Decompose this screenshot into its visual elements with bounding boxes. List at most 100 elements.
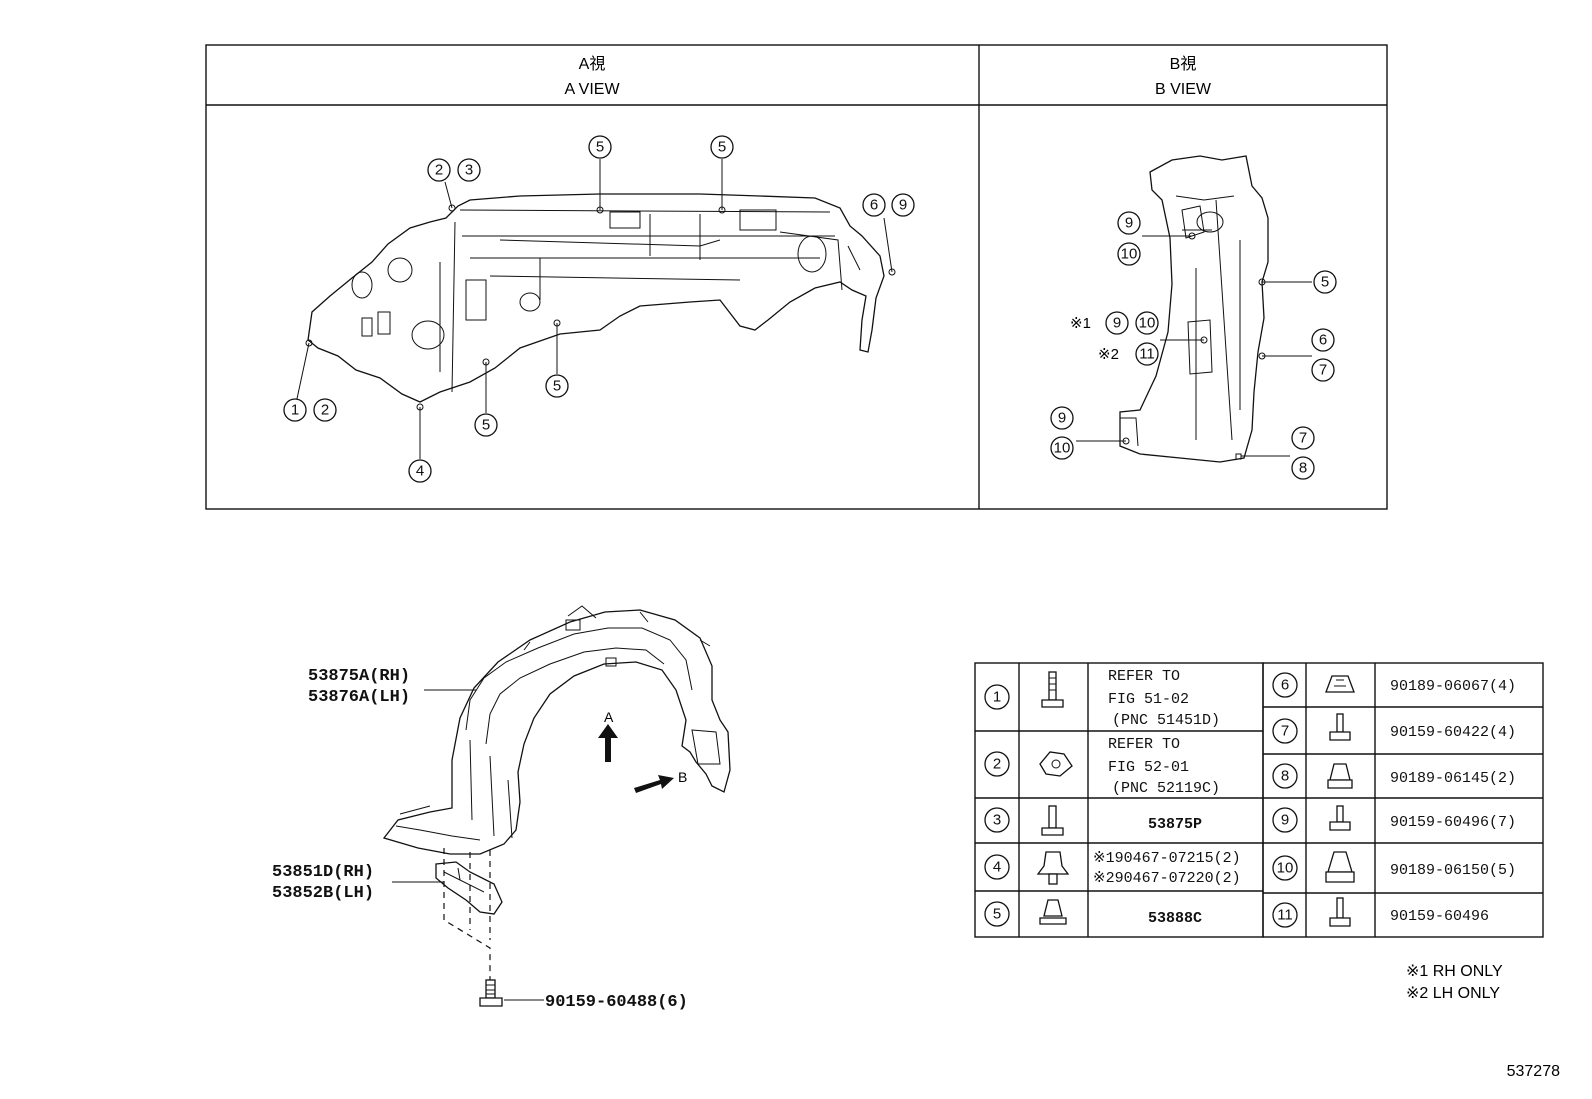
view-frame: A視 A VIEW B視 B VIEW — [205, 44, 1388, 510]
svg-text:6: 6 — [1319, 332, 1327, 349]
callout-4-a: 4 — [408, 459, 432, 483]
callout-5-d: 5 — [474, 413, 498, 437]
svg-text:A: A — [604, 709, 614, 725]
view-b-liner-drawing — [1119, 155, 1269, 463]
view-a-liner-drawing — [305, 193, 896, 411]
svg-text:90189-06067(4): 90189-06067(4) — [1390, 678, 1516, 695]
callout-10-c: 10 — [1135, 311, 1159, 335]
svg-text:9: 9 — [1113, 315, 1121, 332]
svg-text:9: 9 — [1125, 215, 1133, 232]
svg-text:※290467-07220(2): ※290467-07220(2) — [1093, 870, 1241, 887]
view-arrow-b: B — [634, 769, 687, 793]
svg-text:B: B — [678, 769, 687, 785]
svg-text:8: 8 — [1281, 768, 1289, 785]
callout-6-a: 6 — [862, 193, 886, 217]
svg-text:※190467-07215(2): ※190467-07215(2) — [1093, 850, 1241, 867]
svg-text:6: 6 — [1281, 677, 1289, 694]
svg-text:1: 1 — [993, 689, 1001, 706]
callout-9-d: 9 — [1050, 406, 1074, 430]
table-row-11: 11 90159-60496 — [1272, 897, 1489, 928]
nut-icon — [1325, 675, 1355, 693]
svg-text:4: 4 — [416, 463, 424, 480]
push-rivet-icon — [1039, 899, 1067, 925]
callout-5-e: 5 — [1313, 270, 1337, 294]
svg-text:(PNC 51451D): (PNC 51451D) — [1112, 712, 1220, 729]
assembly-dashed-guides — [443, 848, 491, 990]
table-row-6: 6 90189-06067(4) — [1272, 672, 1516, 698]
note-lh-only: ※2 LH ONLY — [1406, 985, 1500, 1002]
callout-5-a: 5 — [588, 135, 612, 159]
fender-liner-drawing — [382, 605, 731, 855]
svg-text:9: 9 — [1281, 812, 1289, 829]
view-a-leaders — [294, 159, 893, 459]
svg-text:(PNC 52119C): (PNC 52119C) — [1112, 780, 1220, 797]
parts-table — [974, 662, 1544, 938]
svg-text:5: 5 — [993, 906, 1001, 923]
svg-text:10: 10 — [1054, 440, 1071, 457]
view-b-title-jp: B視 — [1170, 55, 1197, 73]
view-arrow-a: A — [598, 709, 618, 762]
view-b-leaders — [1076, 235, 1312, 457]
seal-lh-label: 53852B(LH) — [272, 884, 374, 903]
svg-text:9: 9 — [1058, 410, 1066, 427]
svg-text:90189-06150(5): 90189-06150(5) — [1390, 862, 1516, 879]
screw-icon — [1329, 805, 1351, 831]
bolt-drawing — [479, 979, 503, 1007]
svg-text:4: 4 — [993, 859, 1001, 876]
svg-text:90159-60422(4): 90159-60422(4) — [1390, 724, 1516, 741]
callout-1-a: 1 — [283, 398, 307, 422]
seal-drawing — [435, 861, 503, 915]
svg-text:5: 5 — [482, 417, 490, 434]
bolt-icon — [1041, 671, 1064, 708]
svg-text:8: 8 — [1299, 460, 1307, 477]
bolt-icon — [1041, 805, 1064, 836]
table-row-10: 10 90189-06150(5) — [1272, 851, 1516, 883]
svg-text:3: 3 — [993, 812, 1001, 829]
callout-8-b: 8 — [1291, 456, 1315, 480]
svg-text:2: 2 — [993, 756, 1001, 773]
seal-rh-label: 53851D(RH) — [272, 863, 374, 882]
svg-text:5: 5 — [718, 139, 726, 156]
svg-text:53875P: 53875P — [1148, 816, 1202, 833]
view-b-title-en: B VIEW — [1155, 81, 1212, 98]
grommet-icon — [1327, 763, 1353, 789]
callout-9-b: 9 — [1117, 211, 1141, 235]
svg-text:53888C: 53888C — [1148, 910, 1202, 927]
svg-text:FIG 52-01: FIG 52-01 — [1108, 759, 1189, 776]
screw-icon — [1329, 897, 1351, 927]
svg-text:REFER TO: REFER TO — [1108, 736, 1180, 753]
screw-icon — [1329, 713, 1351, 741]
table-row-5: 5 53888C — [984, 899, 1202, 927]
svg-text:REFER TO: REFER TO — [1108, 668, 1180, 685]
svg-text:90189-06145(2): 90189-06145(2) — [1390, 770, 1516, 787]
callout-2-b: 2 — [427, 158, 451, 182]
callout-6-b: 6 — [1311, 328, 1335, 352]
svg-text:3: 3 — [465, 162, 473, 179]
callout-2-a: 2 — [313, 398, 337, 422]
callout-10-b: 10 — [1117, 242, 1141, 266]
callout-9-a: 9 — [891, 193, 915, 217]
callout-5-c: 5 — [545, 374, 569, 398]
svg-text:11: 11 — [1139, 346, 1155, 363]
svg-text:5: 5 — [1321, 274, 1329, 291]
callout-7-b: 7 — [1311, 358, 1335, 382]
svg-text:7: 7 — [1281, 723, 1289, 740]
svg-text:10: 10 — [1139, 315, 1156, 332]
table-row-7: 7 90159-60422(4) — [1272, 713, 1516, 744]
table-row-1: 1 REFER TO FIG 51-02 (PNC 51451D) — [984, 668, 1220, 729]
callout-7-c: 7 — [1291, 426, 1315, 450]
table-row-8: 8 90189-06145(2) — [1272, 763, 1516, 789]
liner-lh-label: 53876A(LH) — [308, 688, 410, 707]
callout-10-d: 10 — [1050, 436, 1074, 460]
svg-text:7: 7 — [1299, 430, 1307, 447]
note-mark-2: ※2 — [1098, 346, 1119, 363]
svg-text:2: 2 — [321, 402, 329, 419]
callout-11-b: 11 — [1135, 342, 1159, 366]
table-row-4: 4 ※190467-07215(2) ※290467-07220(2) — [984, 850, 1241, 887]
callout-5-b: 5 — [710, 135, 734, 159]
table-row-3: 3 53875P — [984, 805, 1202, 836]
view-a-title-en: A VIEW — [564, 81, 620, 98]
table-row-2: 2 REFER TO FIG 52-01 (PNC 52119C) — [984, 736, 1220, 797]
svg-text:90159-60496(7): 90159-60496(7) — [1390, 814, 1516, 831]
